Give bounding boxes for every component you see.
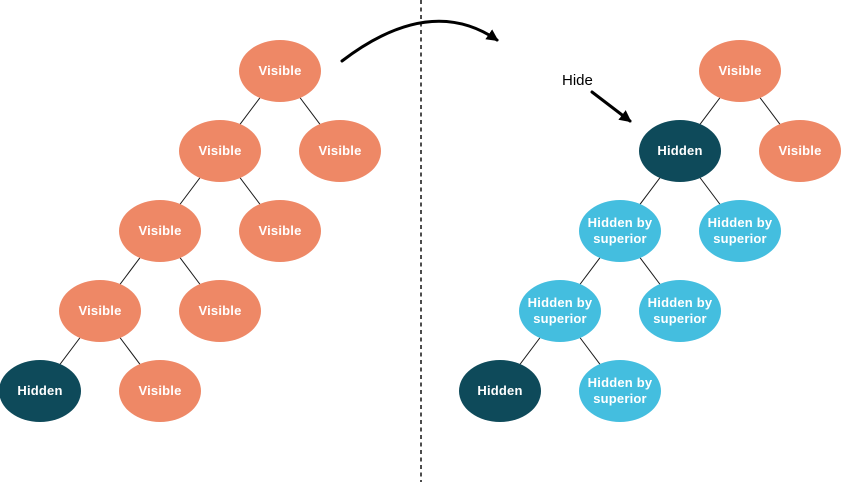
tree-node-hidden: Hidden	[0, 360, 81, 422]
tree-node-hidden-by-superior: Hidden by superior	[699, 200, 781, 262]
tree-node-visible: Visible	[179, 280, 261, 342]
tree-node-visible: Visible	[119, 360, 201, 422]
tree-node-hidden-by-superior: Hidden by superior	[639, 280, 721, 342]
tree-node-visible: Visible	[119, 200, 201, 262]
tree-node-hidden: Hidden	[459, 360, 541, 422]
tree-node-hidden-by-superior: Hidden by superior	[519, 280, 601, 342]
tree-node-hidden: Hidden	[639, 120, 721, 182]
tree-node-visible: Visible	[239, 200, 321, 262]
transform-arrow	[340, 19, 499, 63]
tree-node-visible: Visible	[179, 120, 261, 182]
tree-node-visible: Visible	[239, 40, 321, 102]
tree-node-visible: Visible	[699, 40, 781, 102]
hide-label: Hide	[562, 72, 593, 89]
tree-node-visible: Visible	[759, 120, 841, 182]
tree-node-hidden-by-superior: Hidden by superior	[579, 360, 661, 422]
tree-node-visible: Visible	[299, 120, 381, 182]
tree-node-hidden-by-superior: Hidden by superior	[579, 200, 661, 262]
tree-node-visible: Visible	[59, 280, 141, 342]
hide-annotation-arrow	[590, 90, 632, 123]
